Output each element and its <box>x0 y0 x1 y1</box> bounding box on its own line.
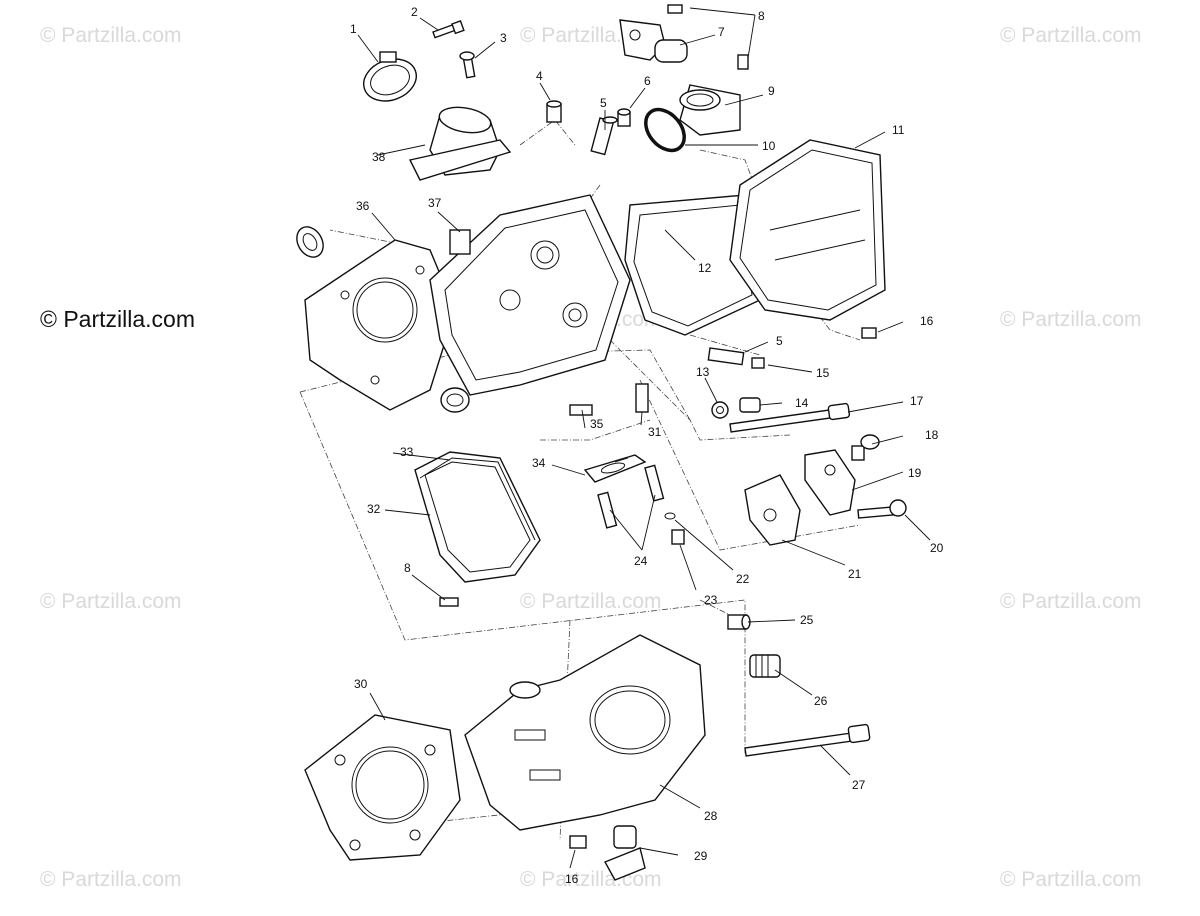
head-cover-gasket <box>419 457 536 541</box>
washer <box>711 401 729 419</box>
exhaust-gasket <box>583 454 647 483</box>
bolt <box>667 4 749 70</box>
watermark: © Partzilla.com <box>40 24 182 47</box>
callout-28: 28 <box>704 809 718 823</box>
dowel-pin <box>727 614 751 630</box>
screw <box>459 51 476 79</box>
callout-9: 9 <box>768 84 775 98</box>
bushing <box>635 383 649 413</box>
callout-16: 16 <box>565 872 579 886</box>
callout-10: 10 <box>762 139 776 153</box>
callout-27: 27 <box>852 778 866 792</box>
callout-33: 33 <box>400 445 414 459</box>
callout-26: 26 <box>814 694 828 708</box>
callout-31: 31 <box>648 425 662 439</box>
callout-34: 34 <box>532 456 546 470</box>
bolt <box>857 499 907 519</box>
callout-25: 25 <box>800 613 814 627</box>
callout-18: 18 <box>925 428 939 442</box>
stud <box>597 464 665 529</box>
callout-8: 8 <box>758 9 765 23</box>
watermark: © Partzilla.com <box>1000 590 1142 613</box>
plug <box>739 397 761 413</box>
watermark: © Partzilla.com <box>40 590 182 613</box>
bracket <box>804 449 856 516</box>
bracket <box>744 474 801 546</box>
water-elbow <box>604 825 646 881</box>
plug <box>617 108 631 127</box>
guide-tube <box>590 116 618 156</box>
callout-16: 16 <box>920 314 934 328</box>
bolt <box>569 835 587 849</box>
cylinder-head-gasket <box>304 239 456 411</box>
intake-boot <box>408 106 512 181</box>
callout-8: 8 <box>404 561 411 575</box>
screw <box>751 357 765 369</box>
fitting <box>749 654 781 678</box>
callout-24: 24 <box>634 554 648 568</box>
callout-36: 36 <box>356 199 370 213</box>
callout-11: 11 <box>892 123 905 137</box>
callout-12: 12 <box>698 261 712 275</box>
bolt <box>439 597 459 607</box>
watermark: © Partzilla.com <box>1000 24 1142 47</box>
seal <box>296 226 324 258</box>
bolt <box>861 327 877 339</box>
long-bolt <box>729 402 851 433</box>
callout-32: 32 <box>367 502 381 516</box>
callout-13: 13 <box>696 365 710 379</box>
callout-37: 37 <box>428 196 442 210</box>
valve-cover <box>729 139 886 321</box>
leader-lines <box>357 7 931 869</box>
thermostat-housing <box>679 84 741 136</box>
callout-35: 35 <box>590 417 604 431</box>
callout-6: 6 <box>644 74 651 88</box>
copyright-notice: © Partzilla.com <box>40 306 195 332</box>
callout-5: 5 <box>600 96 607 110</box>
callout-22: 22 <box>736 572 750 586</box>
callout-7: 7 <box>718 25 725 39</box>
o-ring <box>644 107 686 153</box>
callout-14: 14 <box>795 396 809 410</box>
callout-38: 38 <box>372 150 386 164</box>
water-outlet-elbow <box>619 19 688 63</box>
callout-19: 19 <box>908 466 922 480</box>
cylinder-head <box>429 194 631 396</box>
callout-29: 29 <box>694 849 708 863</box>
watermark: © Partzilla.com <box>1000 308 1142 331</box>
collar <box>671 529 685 545</box>
callout-4: 4 <box>536 69 543 83</box>
callout-30: 30 <box>354 677 368 691</box>
callout-2: 2 <box>411 5 418 19</box>
callout-20: 20 <box>930 541 944 555</box>
callout-3: 3 <box>500 31 507 45</box>
callout-17: 17 <box>910 394 924 408</box>
callout-1: 1 <box>350 22 357 36</box>
callout-labels: 1 2 3 4 5 6 7 8 9 10 11 12 38 36 37 5 15… <box>350 5 944 886</box>
hose-clamp <box>363 51 417 102</box>
cylinder-base-gasket <box>304 714 461 861</box>
cylinder <box>464 634 706 831</box>
watermark: © Partzilla.com <box>1000 868 1142 891</box>
seal <box>440 387 470 413</box>
bolt <box>432 20 465 39</box>
bolt <box>569 404 593 416</box>
guide-tube <box>707 347 745 366</box>
callout-5: 5 <box>776 334 783 348</box>
callout-15: 15 <box>816 366 830 380</box>
callout-21: 21 <box>848 567 862 581</box>
callout-23: 23 <box>704 593 718 607</box>
bolt <box>851 434 880 461</box>
head-cover <box>414 451 541 583</box>
clip <box>664 512 676 520</box>
long-bolt <box>744 723 871 757</box>
watermark: © Partzilla.com <box>520 590 662 613</box>
dowel-pin <box>546 100 562 123</box>
watermark: © Partzilla.com <box>40 868 182 891</box>
